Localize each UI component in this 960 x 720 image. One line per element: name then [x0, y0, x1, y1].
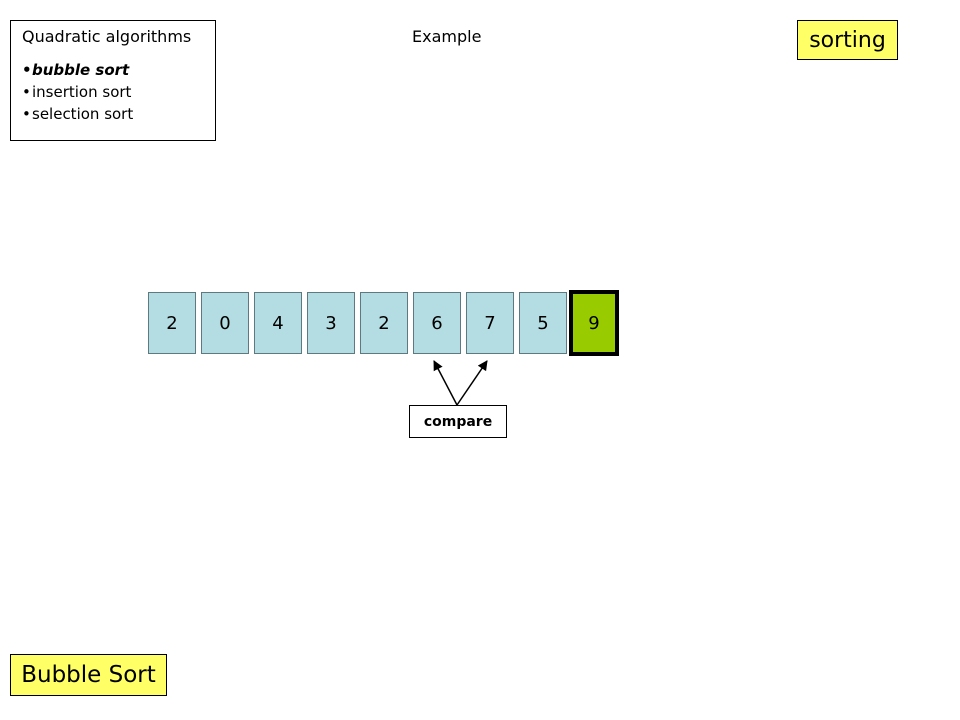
array-cell-6: 7 [466, 292, 514, 354]
menu-item-insertion-sort[interactable]: insertion sort [22, 81, 215, 103]
algorithms-menu: Quadratic algorithms bubble sort inserti… [10, 20, 216, 141]
example-label: Example [412, 27, 482, 46]
array-cell-2: 4 [254, 292, 302, 354]
array-cell-0: 2 [148, 292, 196, 354]
sorting-tag: sorting [797, 20, 898, 60]
menu-item-bubble-sort[interactable]: bubble sort [22, 59, 215, 81]
bubble-sort-tag: Bubble Sort [10, 654, 167, 696]
menu-item-selection-sort[interactable]: selection sort [22, 103, 215, 125]
compare-label: compare [409, 405, 507, 438]
array-cell-3: 3 [307, 292, 355, 354]
menu-title: Quadratic algorithms [22, 27, 192, 46]
array-cell-sorted: 9 [569, 290, 619, 356]
arrow-left [433, 360, 458, 406]
array-cell-4: 2 [360, 292, 408, 354]
array-cell-7: 5 [519, 292, 567, 354]
arrow-right [456, 360, 488, 406]
algorithm-list: bubble sort insertion sort selection sor… [22, 59, 215, 125]
array-cell-5: 6 [413, 292, 461, 354]
array-cell-1: 0 [201, 292, 249, 354]
array-row: 2 0 4 3 2 6 7 5 9 [148, 290, 619, 356]
